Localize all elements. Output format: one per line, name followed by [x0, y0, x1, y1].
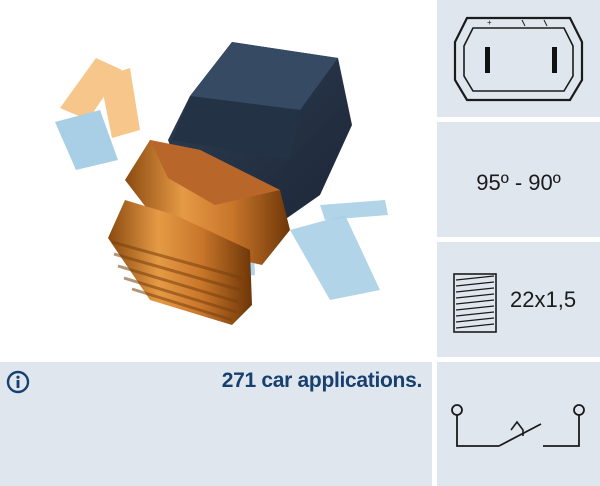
applications-bar [0, 362, 432, 486]
temperature-switch-image [108, 42, 352, 325]
svg-text:+: + [487, 18, 492, 27]
thread-icon [453, 273, 497, 333]
temperature-value: 95º - 90º [476, 170, 561, 195]
applications-count-text: 271 car applications. [221, 369, 423, 392]
normally-open-switch-icon [451, 404, 585, 447]
thread-panel [437, 242, 600, 357]
temperature-panel [437, 122, 600, 237]
two-pin-connector-icon: + [453, 16, 584, 102]
info-circle-icon[interactable] [6, 370, 30, 394]
thread-size-value: 22x1,5 [510, 287, 577, 312]
